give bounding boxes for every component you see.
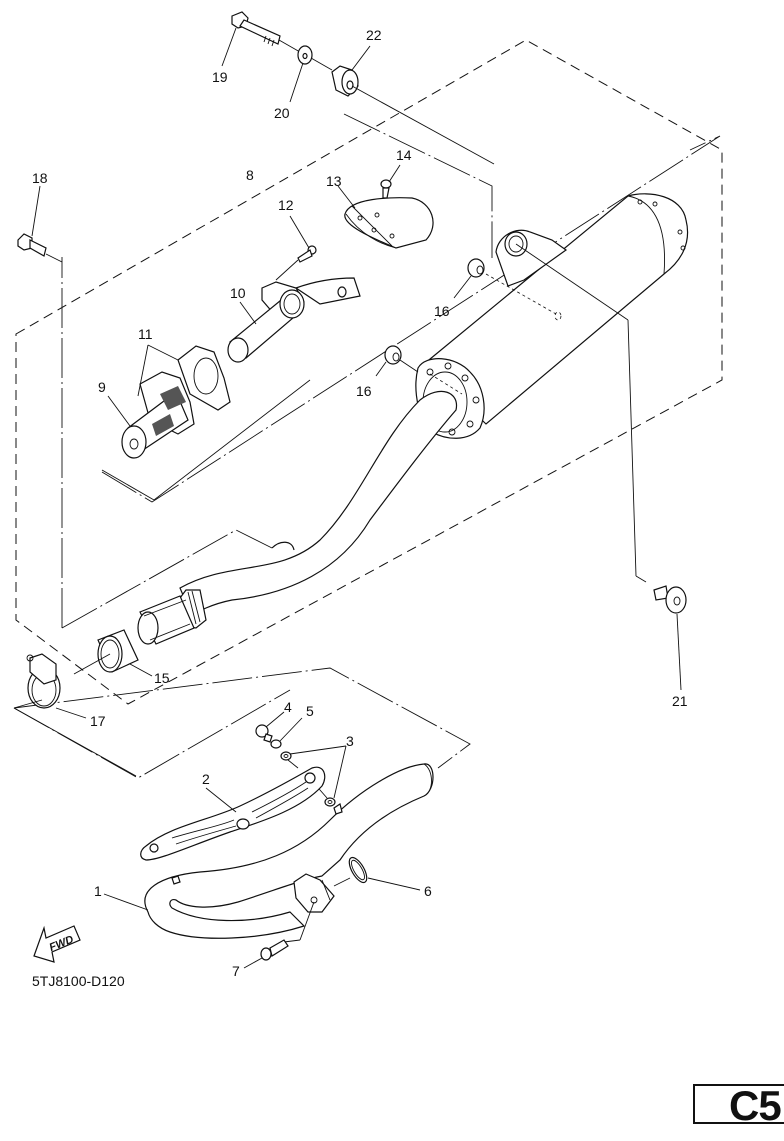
bolt-19 [231, 11, 281, 47]
callout-18: 18 [32, 170, 48, 186]
connecting-pipe [137, 390, 458, 645]
forward-direction-marker: FWD [33, 925, 81, 963]
callout-19: 19 [212, 69, 228, 85]
joint-gasket-15 [97, 629, 139, 673]
callout-1: 1 [94, 883, 102, 899]
callout-16-upper: 16 [434, 303, 450, 319]
callout-16-lower: 16 [356, 383, 372, 399]
gasket-6 [348, 856, 368, 884]
callout-14: 14 [396, 147, 412, 163]
grommet-16-lower [384, 345, 402, 365]
bolt-18 [17, 233, 47, 257]
callout-6: 6 [424, 883, 432, 899]
callout-13: 13 [326, 173, 342, 189]
bolt-4 [255, 724, 273, 743]
silencer-end-cap-13 [344, 197, 434, 249]
callout-10: 10 [230, 285, 246, 301]
spark-arrester-9 [121, 386, 189, 459]
inner-pipe-10 [227, 277, 361, 363]
clamp-17 [26, 653, 61, 709]
grommet-16-upper [467, 258, 485, 278]
header-group-outline [13, 667, 471, 779]
washer-20 [297, 45, 313, 65]
drawing-code: 5TJ8100-D120 [32, 973, 125, 989]
washer-5 [270, 739, 282, 749]
screw-12 [297, 245, 317, 263]
muffler-group-outline [61, 257, 273, 629]
damper-22 [331, 65, 359, 97]
collar-21 [653, 585, 687, 614]
callout-2: 2 [202, 771, 210, 787]
callout-17: 17 [90, 713, 106, 729]
callout-9: 9 [98, 379, 106, 395]
callout-4: 4 [284, 699, 292, 715]
silencer-assembly-boundary [15, 39, 723, 705]
exhaust-pipe-1 [144, 763, 434, 939]
page-label: C5 [729, 1082, 782, 1129]
callout-12: 12 [278, 197, 294, 213]
callout-21: 21 [672, 693, 688, 709]
exhaust-protector-2 [140, 766, 326, 861]
silencer-body [415, 193, 689, 439]
callout-3: 3 [346, 733, 354, 749]
callout-15: 15 [154, 670, 170, 686]
callout-20: 20 [274, 105, 290, 121]
silencer-body-outline [101, 113, 721, 503]
callout-7: 7 [232, 963, 240, 979]
screw-14 [380, 179, 392, 199]
callout-22: 22 [366, 27, 382, 43]
page-label-box: C5 [693, 1082, 784, 1129]
callout-11: 11 [138, 326, 153, 342]
callout-5: 5 [306, 703, 314, 719]
callout-8: 8 [246, 167, 254, 183]
damper-3 [280, 751, 336, 807]
bolt-7 [260, 939, 289, 961]
